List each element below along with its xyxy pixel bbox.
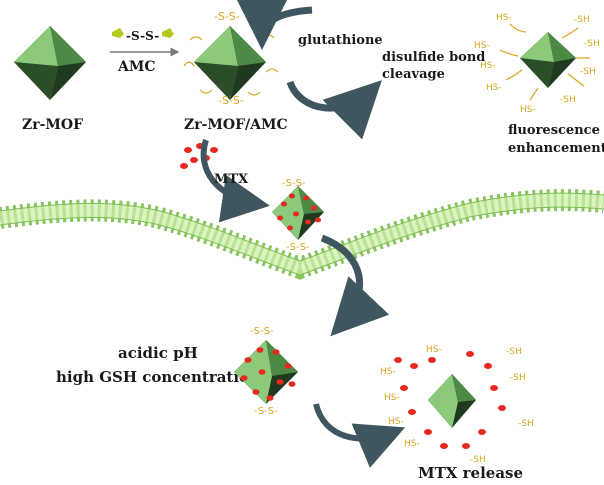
- mtx-drug-molecules: [180, 143, 218, 169]
- disulfide-tag-top: -S-S-: [250, 326, 274, 337]
- release-arrow: [313, 403, 406, 468]
- disulfide-tag-top: -S-S-: [214, 10, 240, 23]
- thiol-tag: -SH: [574, 15, 590, 25]
- zr-mof-crystal: [14, 26, 86, 100]
- thiol-tag: -SH: [518, 419, 534, 429]
- glutathione-arrow-in: [234, 0, 313, 50]
- thiol-tag: -SH: [510, 373, 526, 383]
- thiol-tag: -SH: [584, 39, 600, 49]
- thiol-tag: -SH: [560, 95, 576, 105]
- thiol-tag: HS-: [486, 83, 502, 93]
- thiol-tag: HS-: [474, 41, 490, 51]
- internalization-arrow: [320, 234, 390, 337]
- fluorescent-mof-crystal: [499, 23, 591, 101]
- acidic-ph-label: acidic pH: [118, 344, 198, 362]
- mtx-loading-arrow: [200, 139, 270, 223]
- fluorescence-label-line1: fluorescence: [508, 123, 600, 138]
- released-mtx-molecules: [394, 351, 506, 449]
- thiol-tag: HS-: [380, 367, 396, 377]
- disulfide-tag-top: -S-S-: [282, 178, 306, 189]
- mtx-release-label: MTX release: [418, 464, 523, 482]
- thiol-tag: HS-: [388, 417, 404, 427]
- released-mof-crystal: [428, 374, 476, 428]
- thiol-tag: HS-: [520, 105, 536, 115]
- disulfide-tag-bottom: -S-S-: [254, 406, 278, 417]
- zr-mof-amc-label: Zr-MOF/AMC: [184, 117, 288, 133]
- amc-label: AMC: [117, 59, 156, 75]
- thiol-tag: HS-: [404, 439, 420, 449]
- loaded-mof-crystal: [272, 186, 324, 240]
- intracellular-mof-crystal: [234, 340, 298, 404]
- disulfide-cleavage-line2: cleavage: [382, 67, 445, 82]
- zr-mof-amc-crystal: [183, 26, 279, 100]
- disulfide-tag-bottom: -S-S-: [218, 94, 244, 107]
- thiol-tag: HS-: [426, 345, 442, 355]
- glutathione-label: glutathione: [298, 33, 383, 48]
- thiol-tag: -SH: [506, 347, 522, 357]
- disulfide-tag-bottom: -S-S-: [286, 242, 310, 253]
- cell-membrane: [0, 189, 604, 280]
- zr-mof-label: Zr-MOF: [22, 117, 83, 133]
- thiol-tag: -SH: [470, 455, 486, 465]
- thiol-tag: HS-: [480, 61, 496, 71]
- thiol-tag: -SH: [580, 67, 596, 77]
- thiol-tag: HS-: [384, 393, 400, 403]
- cleavage-arrow-out: [286, 80, 382, 140]
- amc-molecule: -S-S-: [112, 28, 174, 43]
- disulfide-cleavage-line1: disulfide bond: [382, 50, 485, 65]
- amc-linker-text: -S-S-: [126, 29, 159, 43]
- fluorescence-label-line2: enhancement: [508, 141, 604, 156]
- mtx-label: MTX: [214, 172, 249, 187]
- thiol-tag: HS-: [496, 13, 512, 23]
- high-gsh-label: high GSH concentration: [56, 368, 260, 386]
